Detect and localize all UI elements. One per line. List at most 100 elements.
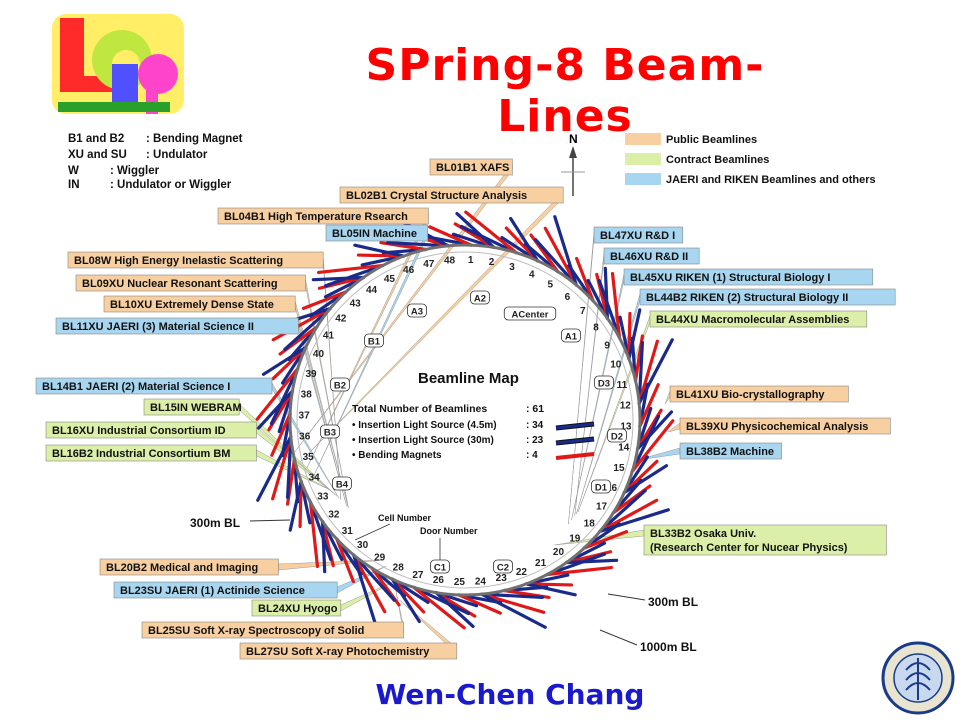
cell-number: 29 bbox=[374, 553, 386, 564]
beamline-label: BL04B1 High Temperature Rsearch bbox=[217, 207, 429, 225]
storage-ring bbox=[288, 243, 642, 597]
svg-text:BL08W High Energy Inelastic Sc: BL08W High Energy Inelastic Scattering bbox=[74, 255, 283, 267]
cell-number: 40 bbox=[313, 349, 325, 360]
beam-line bbox=[459, 224, 518, 255]
cell-number: 10 bbox=[610, 360, 622, 371]
svg-text:A1: A1 bbox=[565, 332, 578, 343]
svg-text:BL24XU Hyogo: BL24XU Hyogo bbox=[258, 603, 338, 615]
beamline-label: BL05IN Machine bbox=[325, 224, 428, 242]
door-label: B1 bbox=[364, 333, 384, 348]
svg-text:BL44B2 RIKEN (2) Structural Bi: BL44B2 RIKEN (2) Structural Biology II bbox=[646, 292, 848, 304]
beam-line bbox=[627, 308, 642, 361]
cell-number: 5 bbox=[548, 279, 554, 290]
door-label: D3 bbox=[594, 375, 614, 390]
cell-number: 28 bbox=[393, 563, 405, 574]
beam-line bbox=[412, 585, 471, 616]
beamline-label: BL08W High Energy Inelastic Scattering bbox=[67, 251, 324, 269]
cell-number: 15 bbox=[613, 463, 625, 474]
svg-text:BL01B1 XAFS: BL01B1 XAFS bbox=[436, 162, 509, 174]
total-item-value: : 23 bbox=[526, 435, 544, 446]
beam-line bbox=[434, 590, 475, 629]
beam-line bbox=[324, 263, 385, 288]
total-item-label: • Insertion Light Source (4.5m) bbox=[352, 420, 497, 431]
beam-line bbox=[480, 592, 546, 614]
type-legend: Public Beamlines Contract Beamlines JAER… bbox=[625, 133, 876, 186]
beam-line bbox=[603, 266, 610, 320]
door-number-note: Door Number bbox=[420, 526, 478, 536]
cell-number: 2 bbox=[489, 257, 495, 268]
cell-number: 4 bbox=[529, 269, 535, 280]
beamline-label: BL44XU Macromolecular Assemblies bbox=[649, 310, 868, 328]
magnet-legend: B1 and B2 : Bending Magnet XU and SU : U… bbox=[68, 133, 243, 191]
cell-number: 17 bbox=[596, 501, 608, 512]
slide-title: SPring-8 Beam-Lines bbox=[365, 40, 765, 142]
cell-number: 37 bbox=[299, 410, 311, 421]
cell-number: 19 bbox=[569, 534, 581, 545]
cell-number: 43 bbox=[350, 298, 362, 309]
bl300-right-note: 300m BL bbox=[648, 595, 698, 609]
cell-number: 25 bbox=[454, 577, 466, 588]
beamline-label: BL38B2 Machine bbox=[679, 442, 782, 460]
cell-number: 3 bbox=[509, 262, 515, 273]
beam-line bbox=[565, 558, 619, 565]
beam-line bbox=[545, 565, 614, 577]
beam-line bbox=[301, 290, 348, 310]
cell-number: 7 bbox=[580, 306, 586, 317]
cell-number: 31 bbox=[342, 526, 354, 537]
symbol-bending bbox=[555, 452, 595, 460]
total-label: Total Number of Beamlines bbox=[352, 403, 487, 415]
beam-line bbox=[308, 500, 333, 561]
beam-line bbox=[509, 216, 540, 263]
svg-text:BL39XU Physicochemical Analysi: BL39XU Physicochemical Analysis bbox=[686, 421, 868, 433]
cell-number: 14 bbox=[618, 443, 630, 454]
cell-number: 13 bbox=[620, 422, 632, 433]
total-item-label: • Insertion Light Source (30m) bbox=[352, 435, 494, 446]
beam-line bbox=[597, 279, 622, 340]
beam-line bbox=[545, 552, 606, 577]
beamline-label: BL23SU JAERI (1) Actinide Science bbox=[113, 581, 338, 599]
cell-number: 34 bbox=[309, 472, 321, 483]
beam-line bbox=[534, 238, 578, 287]
cell-number: 47 bbox=[423, 259, 435, 270]
legend-swatch-public bbox=[625, 133, 661, 145]
beamline-label: BL14B1 JAERI (2) Material Science I bbox=[35, 377, 273, 395]
svg-text:BL33B2 Osaka Univ.: BL33B2 Osaka Univ. bbox=[650, 528, 756, 540]
cell-number: 44 bbox=[366, 285, 378, 296]
svg-text:BL45XU RIKEN (1) Structural Bi: BL45XU RIKEN (1) Structural Biology I bbox=[630, 272, 830, 284]
svg-text:BL09XU Nuclear Resonant Scatte: BL09XU Nuclear Resonant Scattering bbox=[82, 278, 278, 290]
beam-line bbox=[311, 275, 365, 282]
beamline-label: BL09XU Nuclear Resonant Scattering bbox=[75, 274, 306, 292]
svg-text:BL20B2 Medical and Imaging: BL20B2 Medical and Imaging bbox=[106, 562, 258, 574]
cell-number: 6 bbox=[565, 292, 571, 303]
beam-line bbox=[308, 500, 320, 569]
svg-text:BL14B1 JAERI (2) Material Scie: BL14B1 JAERI (2) Material Science I bbox=[42, 381, 230, 393]
beam-line bbox=[635, 410, 674, 451]
beam-line bbox=[256, 389, 295, 430]
beam-line bbox=[457, 593, 502, 615]
lcs-logo bbox=[52, 14, 184, 114]
svg-text:BL44XU Macromolecular Assembli: BL44XU Macromolecular Assemblies bbox=[656, 314, 849, 326]
cell-number: 38 bbox=[301, 389, 313, 400]
academia-sinica-seal bbox=[881, 641, 955, 715]
beamline-label: BL44B2 RIKEN (2) Structural Biology II bbox=[639, 288, 896, 306]
door-label: C1 bbox=[430, 559, 450, 574]
beam-line bbox=[270, 412, 292, 457]
door-label: A1 bbox=[561, 328, 581, 343]
beamline-label: BL39XU Physicochemical Analysis bbox=[679, 417, 891, 435]
svg-text:B4: B4 bbox=[336, 480, 349, 491]
door-label: B2 bbox=[330, 377, 350, 392]
svg-text:BL11XU JAERI (3) Material Scie: BL11XU JAERI (3) Material Science II bbox=[62, 321, 254, 333]
svg-text:C1: C1 bbox=[434, 563, 447, 574]
cell-number: 24 bbox=[475, 576, 487, 587]
door-label: B4 bbox=[332, 476, 352, 491]
beamline-label: BL25SU Soft X-ray Spectroscopy of Solid bbox=[141, 621, 404, 639]
beam-line bbox=[271, 435, 293, 501]
svg-text:BL41XU Bio-crystallography: BL41XU Bio-crystallography bbox=[676, 389, 825, 401]
cell-number: 36 bbox=[299, 431, 311, 442]
cell-number: 30 bbox=[357, 540, 369, 551]
svg-text:B2: B2 bbox=[334, 381, 346, 392]
cell-number: 35 bbox=[303, 452, 315, 463]
magnet-desc: : Wiggler bbox=[110, 165, 160, 177]
svg-text:BL10XU Extremely Dense State: BL10XU Extremely Dense State bbox=[110, 299, 274, 311]
